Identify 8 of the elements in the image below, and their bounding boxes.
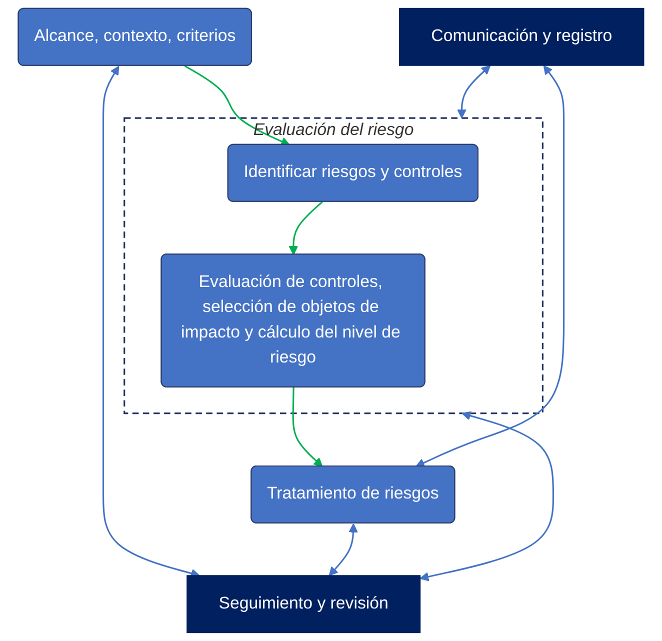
node-box: Comunicación y registro: [398, 8, 644, 66]
node-box: Seguimiento y revisión: [186, 575, 421, 634]
arrow: [328, 523, 358, 576]
arrow: [420, 411, 554, 582]
arrow: [457, 65, 491, 118]
arrow: [416, 65, 565, 468]
arrow: [288, 201, 323, 256]
arrow: [292, 387, 323, 467]
